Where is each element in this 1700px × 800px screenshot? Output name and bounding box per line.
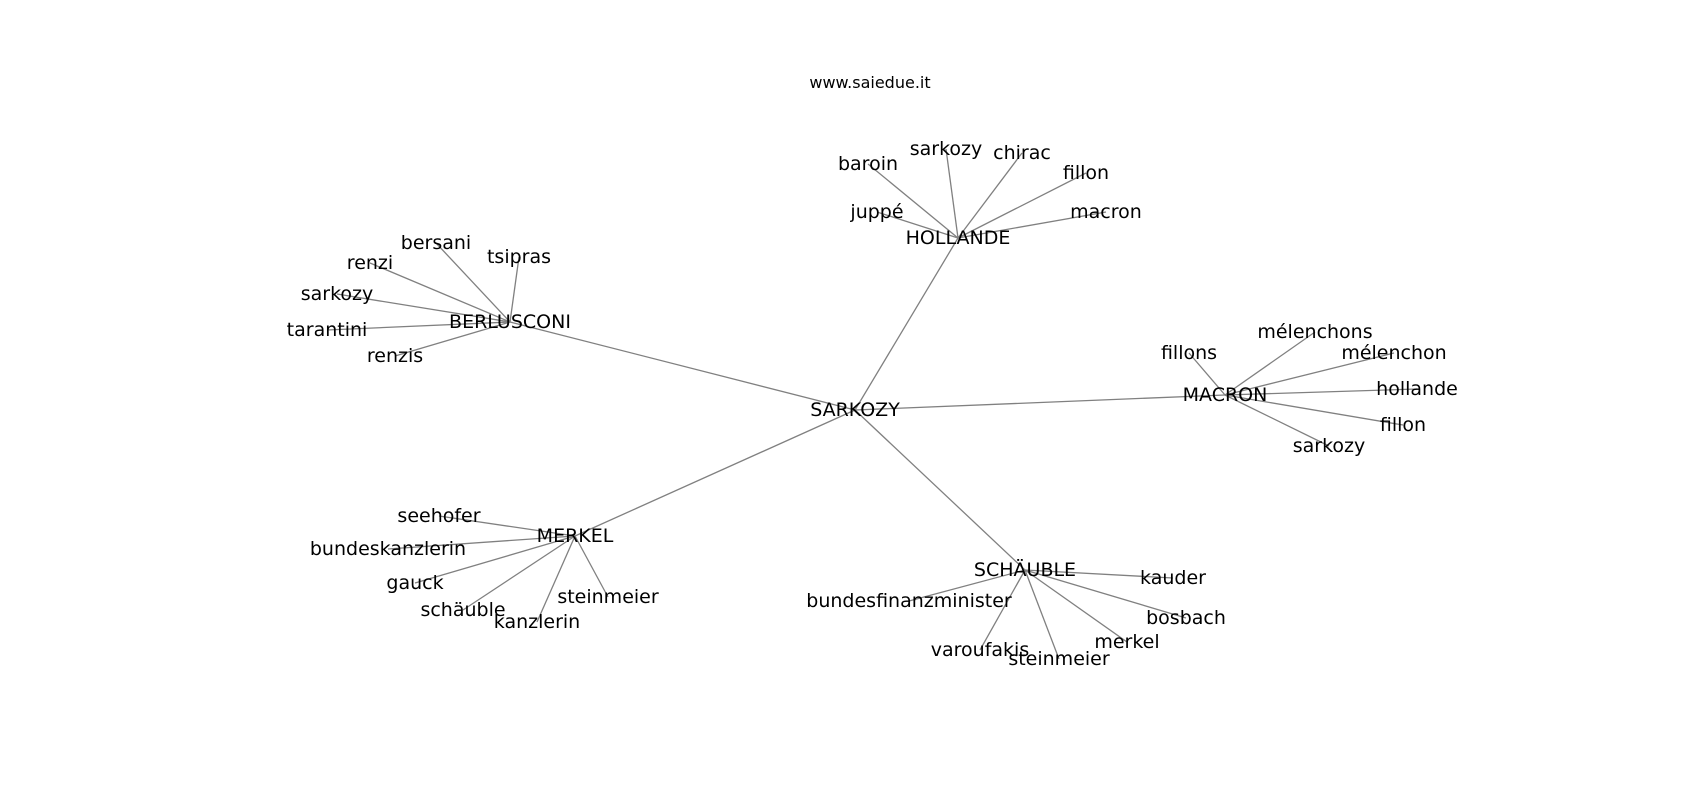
leaf-node-label: fillon [1380,414,1426,436]
edge-hub-leaf [945,148,959,239]
edge-hub-leaf [1224,388,1418,396]
edge-hub-leaf [1188,352,1226,396]
leaf-node-label: mélenchons [1257,321,1372,343]
leaf-node-label: sarkozy [910,138,983,160]
leaf-node-label: fillon [1063,162,1109,184]
edge-hub-leaf [1224,394,1404,426]
hub-node-label: BERLUSCONI [449,311,571,333]
edge-center-hub [854,409,1026,571]
leaf-node-label: merkel [1094,631,1159,653]
leaf-node-label: fillons [1161,342,1217,364]
leaf-node-label: schäuble [420,599,505,621]
edges-layer [326,148,1418,660]
leaf-node-label: sarkozy [301,283,374,305]
edge-center-hub [574,409,856,537]
edge-hub-leaf [462,535,576,611]
edge-hub-leaf [509,256,520,323]
edge-hub-leaf [1024,569,1187,619]
hub-node-label: MACRON [1183,384,1268,406]
edge-hub-leaf [1024,569,1060,660]
leaf-node-label: gauck [386,572,443,594]
edge-hub-leaf [435,242,511,323]
leaf-node-label: baroin [838,153,898,175]
edge-hub-leaf [387,535,576,550]
edge-center-hub [509,321,856,411]
leaf-node-label: bosbach [1146,607,1226,629]
edge-hub-leaf [876,211,959,239]
leaf-node-label: hollande [1376,378,1458,400]
edge-center-hub [854,394,1226,411]
hub-node-label: HOLLANDE [906,227,1011,249]
nodes-layer: SARKOZY BERLUSCONI bersani tsipras renzi sark… [287,138,1458,670]
leaf-node-label: macron [1070,201,1142,223]
edge-center-hub [854,237,959,411]
leaf-node-label: renzis [367,345,423,367]
center-node-label: SARKOZY [810,399,900,421]
leaf-node-label: varoufakis [931,639,1029,661]
leaf-node-label: steinmeier [1008,648,1110,670]
edge-hub-leaf [979,569,1026,651]
leaf-node-label: sarkozy [1293,435,1366,457]
leaf-node-label: chirac [993,142,1051,164]
edge-hub-leaf [574,535,609,598]
leaf-node-label: bersani [401,232,471,254]
leaf-node-label: steinmeier [557,586,659,608]
leaf-node-label: kanzlerin [494,611,580,633]
edge-hub-leaf [1024,569,1174,579]
leaf-node-label: tarantini [287,319,368,341]
leaf-node-label: renzi [347,252,393,274]
edge-hub-leaf [1024,569,1128,643]
edge-hub-leaf [957,211,1107,239]
leaf-node-label: bundeskanzlerin [310,538,466,560]
hub-node-label: MERKEL [537,525,614,547]
edge-hub-leaf [867,163,959,239]
edge-hub-leaf [336,293,511,323]
edge-hub-leaf [957,152,1023,239]
edge-hub-leaf [536,535,576,623]
leaf-node-label: bundesfinanzminister [806,590,1012,612]
leaf-node-label: juppé [849,201,903,223]
edge-hub-leaf [394,321,511,357]
edge-hub-leaf [369,262,511,323]
edge-hub-leaf [414,535,576,584]
watermark-text: www.saiedue.it [809,73,930,92]
edge-hub-leaf [908,569,1026,602]
edge-hub-leaf [957,172,1087,239]
edge-hub-leaf [1224,331,1316,396]
edge-hub-leaf [438,515,576,537]
edge-hub-leaf [326,321,511,331]
edge-hub-leaf [1224,352,1395,396]
leaf-node-label: tsipras [487,246,551,268]
leaf-node-label: kauder [1140,567,1206,589]
leaf-node-label: seehofer [397,505,480,527]
hub-node-label: SCHÄUBLE [974,558,1076,581]
leaf-node-label: mélenchon [1341,342,1446,364]
edge-hub-leaf [1224,394,1330,447]
